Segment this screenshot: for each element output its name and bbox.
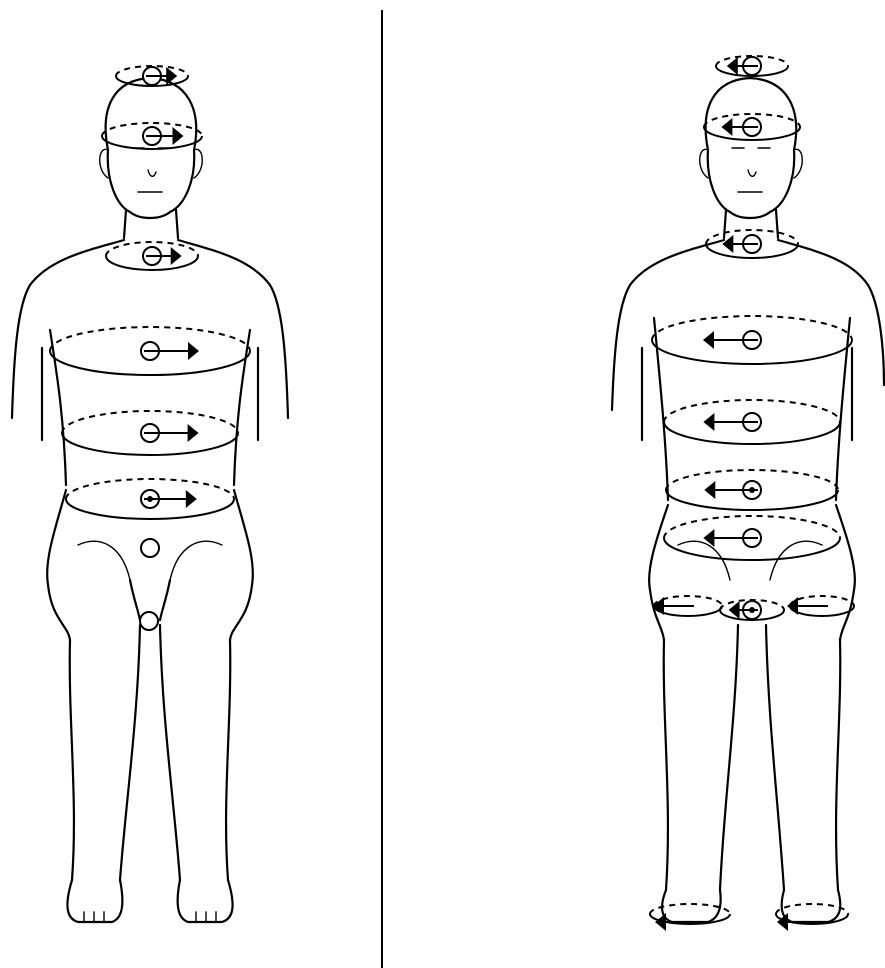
left-hip-ring-front xyxy=(654,606,722,616)
sacral-ring xyxy=(666,470,838,510)
head-arrowhead xyxy=(173,127,184,145)
throat-ring xyxy=(706,230,798,258)
right-foot-ring-back xyxy=(776,904,848,914)
right-hip-ring xyxy=(787,596,854,616)
figure-left xyxy=(12,66,288,922)
throat-ring xyxy=(106,242,198,270)
heart-ring xyxy=(50,327,250,375)
head-ring xyxy=(102,123,202,149)
head-arrowhead xyxy=(721,118,732,136)
solar-plexus-ring xyxy=(664,400,840,444)
left-hip-ring-back xyxy=(654,596,722,606)
right-hip-ring-back xyxy=(790,596,854,606)
pelvis-arrowhead xyxy=(703,529,714,547)
body-outline xyxy=(612,78,884,922)
crown-ring xyxy=(716,56,788,76)
solar-plexus-arrowhead xyxy=(188,424,199,442)
left-foot-arrowhead xyxy=(655,913,666,931)
throat-arrowhead xyxy=(171,247,182,265)
heart-arrowhead xyxy=(703,331,714,349)
sacral-arrowhead xyxy=(704,481,715,499)
right-hip-arrowhead xyxy=(787,597,798,615)
rotation-rings-left xyxy=(50,66,250,630)
solar-plexus-ring xyxy=(62,411,238,455)
root-ring xyxy=(140,612,158,630)
heart-arrowhead xyxy=(188,342,199,360)
crown-ring xyxy=(116,66,188,86)
solar-plexus-arrowhead xyxy=(703,413,714,431)
sacral-ring xyxy=(66,479,234,519)
sacral-arrowhead xyxy=(186,490,197,508)
pelvis-ring xyxy=(664,516,840,560)
head-ring xyxy=(704,114,800,140)
right-hip-ring-front xyxy=(790,606,854,616)
rotation-rings-right xyxy=(650,56,854,931)
left-hip-ring xyxy=(653,596,722,616)
figure-right xyxy=(612,56,884,931)
heart-ring xyxy=(652,316,852,364)
pelvis-center xyxy=(141,539,159,557)
root-center xyxy=(140,612,158,630)
pelvis-ring xyxy=(141,539,159,557)
right-foot-arrowhead xyxy=(777,913,788,931)
crown-arrowhead xyxy=(727,57,738,75)
root-ring xyxy=(720,600,784,620)
